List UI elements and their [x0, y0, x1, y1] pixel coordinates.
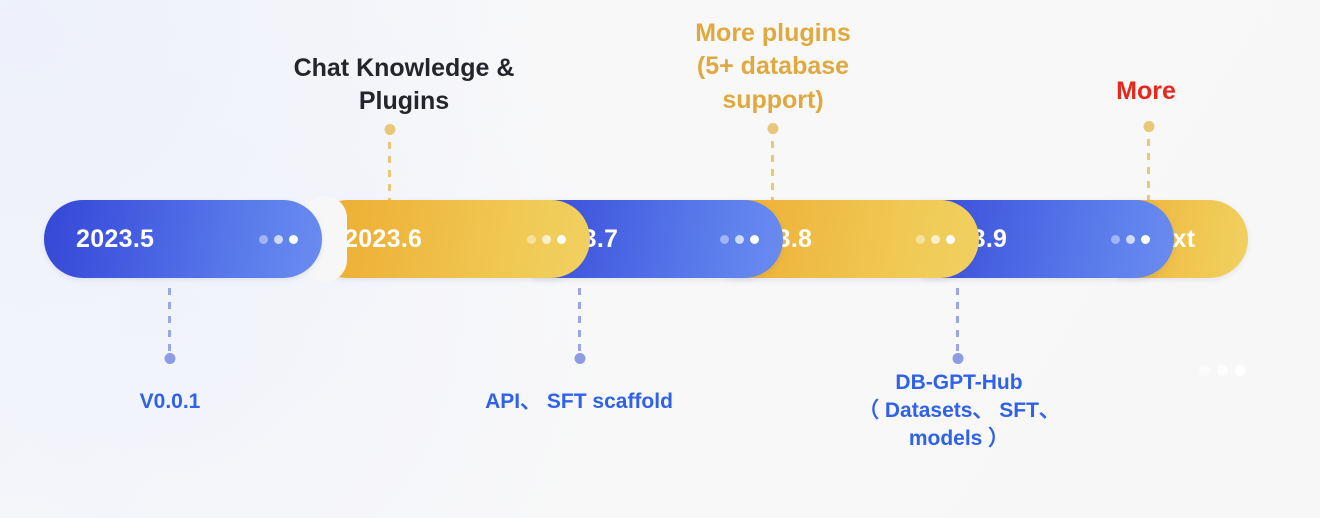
- ellipsis-icon: [259, 234, 298, 244]
- connector-knob-icon: [952, 353, 963, 364]
- connector-above-2023-8: [767, 123, 778, 200]
- connector-dashed-line: [168, 288, 171, 360]
- timeline-bar: 2023.5 2023.6 2023.7 2023.8: [44, 196, 1248, 282]
- connector-below-2023-7: [574, 288, 585, 364]
- connector-knob-icon: [164, 353, 175, 364]
- connector-knob-icon: [574, 353, 585, 364]
- connector-dashed-line: [1147, 125, 1150, 200]
- milestone-label-api-sft-scaffold: API、 SFT scaffold: [485, 390, 673, 413]
- connector-dashed-line: [956, 288, 959, 360]
- connector-dashed-line: [578, 288, 581, 360]
- ellipsis-icon: [527, 234, 566, 244]
- milestone-label-db-gpt-hub: DB-GPT-Hub （ Datasets、 SFT、 models ）: [858, 371, 1060, 450]
- ellipsis-icon: [1111, 234, 1150, 244]
- connector-above-2023-6: [384, 124, 395, 200]
- milestone-label-more: More: [1116, 77, 1176, 105]
- connector-above-next: [1143, 121, 1154, 200]
- connector-below-2023-9: [952, 288, 963, 364]
- timeline-segment-label: 2023.5: [76, 224, 155, 253]
- connector-below-2023-5: [164, 288, 175, 364]
- timeline-segment-label: 2023.6: [344, 224, 423, 253]
- milestone-label-chat-knowledge-plugins: Chat Knowledge & Plugins: [293, 54, 515, 116]
- milestone-label-v0-0-1: V0.0.1: [139, 390, 201, 413]
- trailing-ellipsis-icon: [1199, 365, 1246, 376]
- ellipsis-icon: [916, 234, 955, 244]
- ellipsis-icon: [720, 234, 759, 244]
- milestone-label-more-plugins: More plugins (5+ database support): [695, 19, 851, 114]
- connector-dashed-line: [388, 128, 391, 200]
- timeline-segment-2023-6[interactable]: 2023.6: [309, 200, 590, 278]
- connector-dashed-line: [771, 127, 774, 200]
- timeline-segment-2023-5[interactable]: 2023.5: [44, 200, 322, 278]
